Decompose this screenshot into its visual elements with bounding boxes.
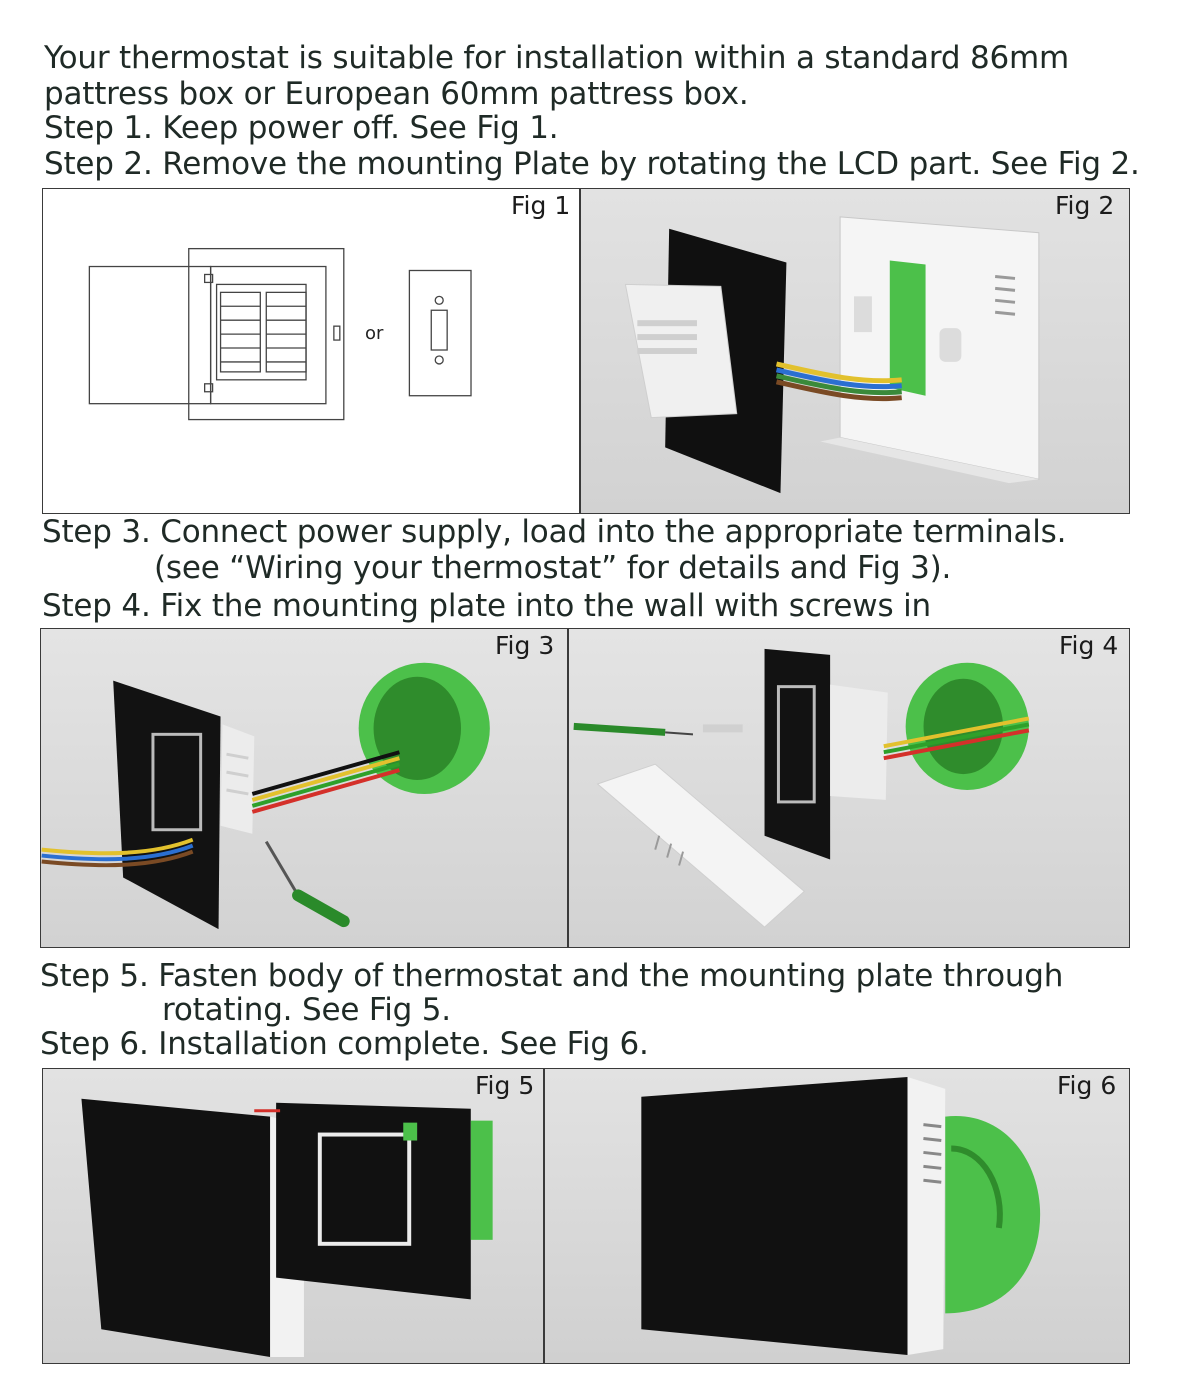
- intro-line-2: pattress box or European 60mm pattress b…: [44, 76, 749, 112]
- intro-line-1: Your thermostat is suitable for installa…: [44, 40, 1070, 76]
- wiring-illustration: [41, 662, 490, 930]
- figure-3-panel: Fig 3: [40, 628, 568, 948]
- or-label: or: [365, 323, 384, 344]
- step-4-text: Step 4. Fix the mounting plate into the …: [42, 588, 931, 624]
- figure-1-panel: or Fig 1: [42, 188, 580, 514]
- figure-2-panel: Fig 2: [580, 188, 1130, 514]
- step-3-text: Step 3. Connect power supply, load into …: [42, 514, 1067, 550]
- step-6-text: Step 6. Installation complete. See Fig 6…: [40, 1026, 649, 1062]
- fig-1-label: Fig 1: [511, 191, 571, 220]
- fig-6-label: Fig 6: [1057, 1071, 1117, 1100]
- step-3-continued: (see “Wiring your thermostat” for detail…: [154, 550, 952, 586]
- figure-5-panel: Fig 5: [42, 1068, 544, 1364]
- step-5-continued: rotating. See Fig 5.: [162, 992, 451, 1028]
- fig-3-label: Fig 3: [495, 631, 555, 660]
- thermostat-rear-illustration: [624, 216, 1040, 494]
- step-2-text: Step 2. Remove the mounting Plate by rot…: [44, 146, 1140, 182]
- fig-2-label: Fig 2: [1055, 191, 1115, 220]
- fig-5-label: Fig 5: [475, 1071, 535, 1100]
- figure-6-panel: Fig 6: [544, 1068, 1130, 1364]
- fasten-body-illustration: [81, 1098, 493, 1358]
- figure-4-panel: Fig 4: [568, 628, 1130, 948]
- installed-thermostat-illustration: [641, 1076, 1041, 1356]
- step-1-text: Step 1. Keep power off. See Fig 1.: [44, 110, 559, 146]
- mounting-plate-illustration: [573, 648, 1030, 928]
- switch-box-diagram: [88, 247, 472, 421]
- fig-4-label: Fig 4: [1059, 631, 1119, 660]
- step-5-text: Step 5. Fasten body of thermostat and th…: [40, 958, 1064, 994]
